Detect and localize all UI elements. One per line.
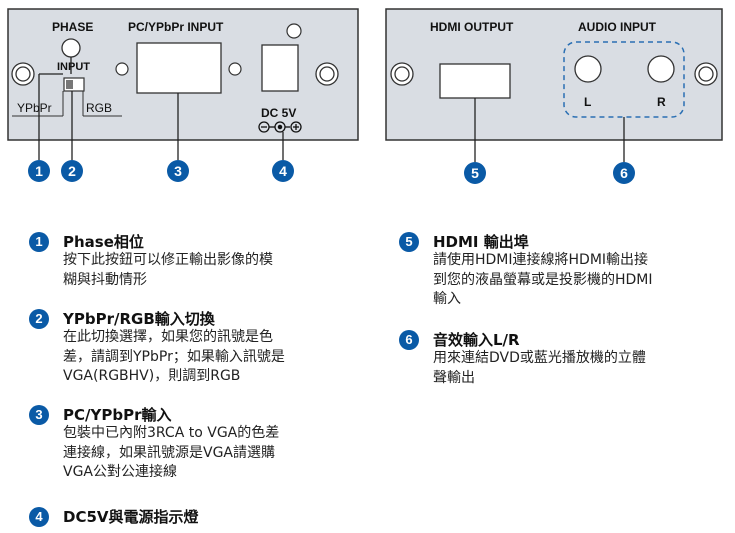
phase-label: PHASE bbox=[52, 20, 93, 34]
callout-6: 6 bbox=[613, 162, 635, 184]
svg-text:1: 1 bbox=[35, 163, 43, 179]
desc-line: 聲輸出 bbox=[433, 369, 475, 386]
legend-badge-4: 4 bbox=[29, 507, 49, 527]
phase-button[interactable] bbox=[61, 38, 81, 58]
legend-desc-audio-input: 用來連結DVD或藍光播放機的立體 聲輸出 bbox=[433, 349, 646, 388]
input-switch-label: INPUT bbox=[57, 61, 90, 73]
input-switch-knob bbox=[66, 80, 73, 89]
legend-badge-3: 3 bbox=[29, 405, 49, 425]
svg-text:2: 2 bbox=[68, 163, 76, 179]
right-panel-screw-left-icon bbox=[390, 62, 414, 86]
audio-input-group bbox=[563, 41, 685, 118]
legend-badge-2: 2 bbox=[29, 309, 49, 329]
audio-right-label: R bbox=[657, 95, 666, 109]
legend-title-phase: Phase相位 bbox=[63, 233, 144, 251]
legend-title-hdmi-output: HDMI 輸出埠 bbox=[433, 233, 529, 251]
ypbpr-label: YPbPr bbox=[17, 101, 52, 115]
vga-input-port[interactable] bbox=[136, 42, 222, 94]
legend-title-dc5v: DC5V與電源指示燈 bbox=[63, 508, 199, 526]
legend-badge-5: 5 bbox=[399, 232, 419, 252]
right-panel-screw-right-icon bbox=[694, 62, 718, 86]
power-led-icon bbox=[286, 23, 302, 39]
svg-text:5: 5 bbox=[471, 165, 479, 181]
audio-left-label: L bbox=[584, 95, 591, 109]
hdmi-output-port[interactable] bbox=[439, 63, 511, 99]
legend-desc-input-switch: 在此切換選擇，如果您的訊號是色 差，請調到YPbPr；如果輸入訊號是 VGA(R… bbox=[63, 328, 285, 387]
callout-2: 2 bbox=[61, 160, 83, 182]
desc-line: 糊與抖動情形 bbox=[63, 271, 147, 288]
callout-3: 3 bbox=[167, 160, 189, 182]
desc-line: 連接線，如果訊號源是VGA請選購 bbox=[63, 444, 276, 461]
legend-title-audio-input: 音效輸入L/R bbox=[433, 331, 520, 349]
desc-line: 按下此按鈕可以修正輸出影像的模 bbox=[63, 252, 273, 268]
legend-title-input-switch: YPbPr/RGB輸入切換 bbox=[63, 310, 215, 328]
svg-text:3: 3 bbox=[174, 163, 182, 179]
legend-badge-6: 6 bbox=[399, 330, 419, 350]
svg-text:4: 4 bbox=[279, 163, 287, 179]
desc-line: 在此切換選擇，如果您的訊號是色 bbox=[63, 329, 273, 345]
callout-1: 1 bbox=[28, 160, 50, 182]
desc-line: 差，請調到YPbPr；如果輸入訊號是 bbox=[63, 348, 285, 365]
legend-title-pc-ypbpr: PC/YPbPr輸入 bbox=[63, 406, 172, 424]
desc-line: 用來連結DVD或藍光播放機的立體 bbox=[433, 350, 646, 366]
svg-text:6: 6 bbox=[620, 165, 628, 181]
audio-right-jack[interactable] bbox=[647, 55, 675, 83]
callout-5: 5 bbox=[464, 162, 486, 184]
audio-input-label: AUDIO INPUT bbox=[578, 20, 657, 34]
dc-power-jack[interactable] bbox=[261, 44, 299, 92]
hdmi-output-label: HDMI OUTPUT bbox=[430, 20, 514, 34]
left-panel-screw-right-icon bbox=[315, 62, 339, 86]
desc-line: VGA(RGBHV)，則調到RGB bbox=[63, 368, 241, 384]
callout-4: 4 bbox=[272, 160, 294, 182]
left-panel-screw-left-icon bbox=[11, 62, 35, 86]
desc-line: VGA公對公連接線 bbox=[63, 464, 178, 480]
desc-line: 包裝中已內附3RCA to VGA的色差 bbox=[63, 425, 280, 441]
rgb-label: RGB bbox=[86, 101, 112, 115]
pc-ypbpr-input-title: PC/YPbPr INPUT bbox=[128, 20, 224, 34]
desc-line: 到您的液晶螢幕或是投影機的HDMI bbox=[433, 271, 653, 288]
dc-5v-label: DC 5V bbox=[261, 106, 296, 120]
legend-badge-1: 1 bbox=[29, 232, 49, 252]
legend-desc-pc-ypbpr: 包裝中已內附3RCA to VGA的色差 連接線，如果訊號源是VGA請選購 VG… bbox=[63, 424, 279, 483]
vga-screw-left-icon bbox=[115, 62, 129, 76]
legend-desc-hdmi-output: 請使用HDMI連接線將HDMI輸出接 到您的液晶螢幕或是投影機的HDMI 輸入 bbox=[433, 251, 653, 310]
desc-line: 請使用HDMI連接線將HDMI輸出接 bbox=[433, 252, 649, 268]
legend-desc-phase: 按下此按鈕可以修正輸出影像的模 糊與抖動情形 bbox=[63, 251, 273, 290]
desc-line: 輸入 bbox=[433, 291, 461, 307]
dc-polarity-icon bbox=[258, 121, 302, 133]
device-panels-diagram: PHASE INPUT YPbPr RGB PC/YPbPr INPUT DC … bbox=[7, 8, 723, 184]
vga-screw-right-icon bbox=[228, 62, 242, 76]
callout-leaders bbox=[38, 57, 625, 162]
audio-left-jack[interactable] bbox=[574, 55, 602, 83]
